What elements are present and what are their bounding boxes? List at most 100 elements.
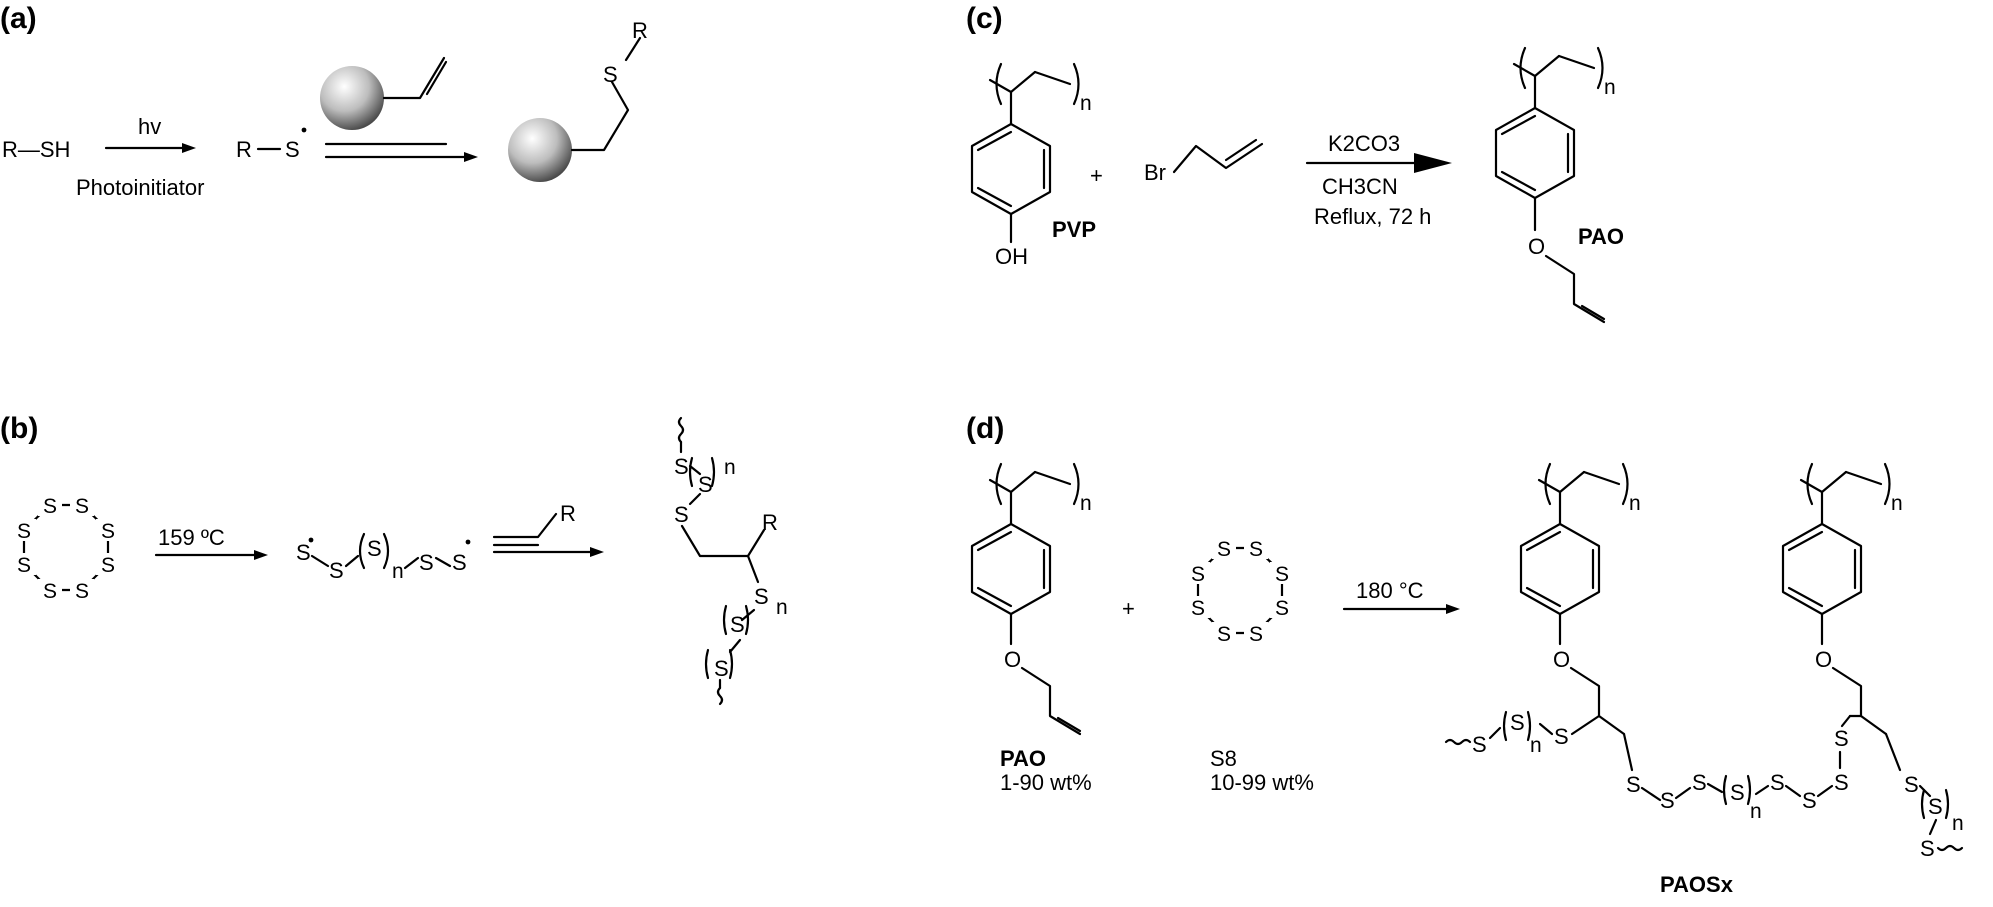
allyl-bromide: Br — [1144, 138, 1264, 185]
svg-text:S: S — [1770, 770, 1785, 795]
paosx-structure: n O S S n S S S S — [1444, 462, 1964, 861]
svg-text:n: n — [1629, 492, 1641, 515]
panel-b-label: (b) — [0, 412, 38, 445]
svg-text:n: n — [724, 456, 736, 479]
cond-k2co3: K2CO3 — [1328, 131, 1400, 156]
svg-text:n: n — [1080, 492, 1092, 515]
ring-atom-s: S — [101, 554, 115, 577]
alkene-R: R — [560, 501, 576, 526]
pvp-label: PVP — [1052, 217, 1096, 242]
panel-b: (b) S S S S S S S S 159 ºC — [0, 412, 788, 706]
svg-text:S: S — [452, 550, 467, 575]
plus-sign: + — [1090, 163, 1103, 188]
panel-d: (d) n O PAO 1-90 wt% + — [966, 412, 1964, 897]
panel-a-label: (a) — [0, 2, 37, 35]
pvp-structure: n OH PVP — [970, 62, 1096, 269]
svg-text:S: S — [1217, 538, 1231, 561]
reaction-arrow-b2 — [492, 547, 604, 557]
svg-text:Br: Br — [1144, 160, 1166, 185]
reaction-arrow-b1 — [154, 550, 268, 560]
svg-text:S: S — [1554, 724, 1569, 749]
svg-text:S: S — [698, 472, 713, 497]
ring-atom-s: S — [43, 495, 57, 518]
ring-atom-s: S — [43, 580, 57, 603]
svg-text:S: S — [419, 550, 434, 575]
s8-amount: 10-99 wt% — [1210, 770, 1314, 795]
radical-R: R — [236, 137, 252, 162]
polymer-bead-sphere-icon — [320, 66, 384, 130]
svg-text:R: R — [762, 510, 778, 535]
diradical-chain: S S S n S S — [296, 532, 471, 583]
pao-reactant: n O PAO 1-90 wt% — [970, 462, 1092, 795]
panel-d-label: (d) — [966, 412, 1004, 445]
svg-text:S: S — [1834, 726, 1849, 751]
svg-text:S: S — [730, 612, 745, 637]
svg-text:S: S — [1275, 563, 1289, 586]
svg-text:S: S — [1730, 780, 1745, 805]
svg-text:S: S — [754, 584, 769, 609]
ring-atom-s: S — [101, 520, 115, 543]
svg-text:O: O — [1528, 234, 1545, 259]
paosx-label: PAOSx — [1660, 872, 1734, 897]
s8-label: S8 — [1210, 746, 1237, 771]
pao-label: PAO — [1578, 224, 1624, 249]
pao-amount: 1-90 wt% — [1000, 770, 1092, 795]
svg-text:S: S — [674, 502, 689, 527]
svg-text:S: S — [1626, 772, 1641, 797]
chain-n: n — [392, 560, 404, 583]
svg-text:S: S — [1660, 788, 1675, 813]
pao-label-d: PAO — [1000, 746, 1046, 771]
svg-text:S: S — [1275, 597, 1289, 620]
svg-text:O: O — [1815, 647, 1832, 672]
svg-text:n: n — [1604, 76, 1616, 99]
reaction-arrow-a2 — [324, 142, 478, 162]
panel-c-label: (c) — [966, 2, 1003, 35]
radical-dot — [301, 127, 307, 133]
svg-text:S: S — [1510, 710, 1525, 735]
product-S: S — [603, 62, 618, 87]
svg-text:S: S — [1191, 563, 1205, 586]
svg-text:S: S — [329, 558, 344, 583]
plus-sign-d: + — [1122, 596, 1135, 621]
s8-ring: S S S S S S S S — [12, 494, 120, 603]
svg-text:S: S — [714, 656, 729, 681]
svg-text:S: S — [1249, 538, 1263, 561]
condition-159C: 159 ºC — [158, 525, 225, 550]
polymer-bead-sphere-icon — [508, 118, 572, 182]
cond-reflux: Reflux, 72 h — [1314, 204, 1431, 229]
ring-atom-s: S — [75, 580, 89, 603]
condition-180C: 180 °C — [1356, 578, 1424, 603]
svg-text:S: S — [1692, 770, 1707, 795]
svg-text:O: O — [1553, 647, 1570, 672]
svg-text:S: S — [367, 536, 382, 561]
reaction-arrow-d — [1342, 604, 1460, 614]
svg-text:n: n — [1080, 92, 1092, 115]
svg-text:S: S — [296, 540, 311, 565]
photoinitiator-label: Photoinitiator — [76, 175, 204, 200]
ring-atom-s: S — [17, 554, 31, 577]
svg-text:S: S — [1472, 732, 1487, 757]
s8-ring-d: S S S S S S S S — [1186, 537, 1294, 646]
crosslinked-chain-b: S S n S R S S n S — [674, 416, 788, 706]
reaction-arrow-c — [1305, 153, 1452, 173]
s8-name: S8 — [1210, 746, 1237, 771]
product-R: R — [632, 18, 648, 43]
svg-text:n: n — [1530, 734, 1542, 757]
ring-atom-s: S — [75, 495, 89, 518]
svg-text:S: S — [1217, 623, 1231, 646]
svg-text:S: S — [1904, 772, 1919, 797]
cond-ch3cn: CH3CN — [1322, 174, 1398, 199]
svg-text:S: S — [1249, 623, 1263, 646]
svg-text:S: S — [1928, 794, 1943, 819]
svg-text:n: n — [1952, 812, 1964, 835]
svg-text:S: S — [1920, 836, 1935, 861]
arrow-label-hv: hv — [138, 114, 161, 139]
thiol-reactant: R—SH — [2, 137, 70, 162]
svg-text:S: S — [1191, 597, 1205, 620]
reaction-arrow-a1 — [104, 143, 196, 153]
panel-c: (c) n OH PVP + Br — [966, 2, 1624, 324]
panel-a: (a) R—SH hv Photoinitiator R S S R — [0, 2, 648, 200]
svg-text:n: n — [1891, 492, 1903, 515]
svg-text:S: S — [1834, 770, 1849, 795]
